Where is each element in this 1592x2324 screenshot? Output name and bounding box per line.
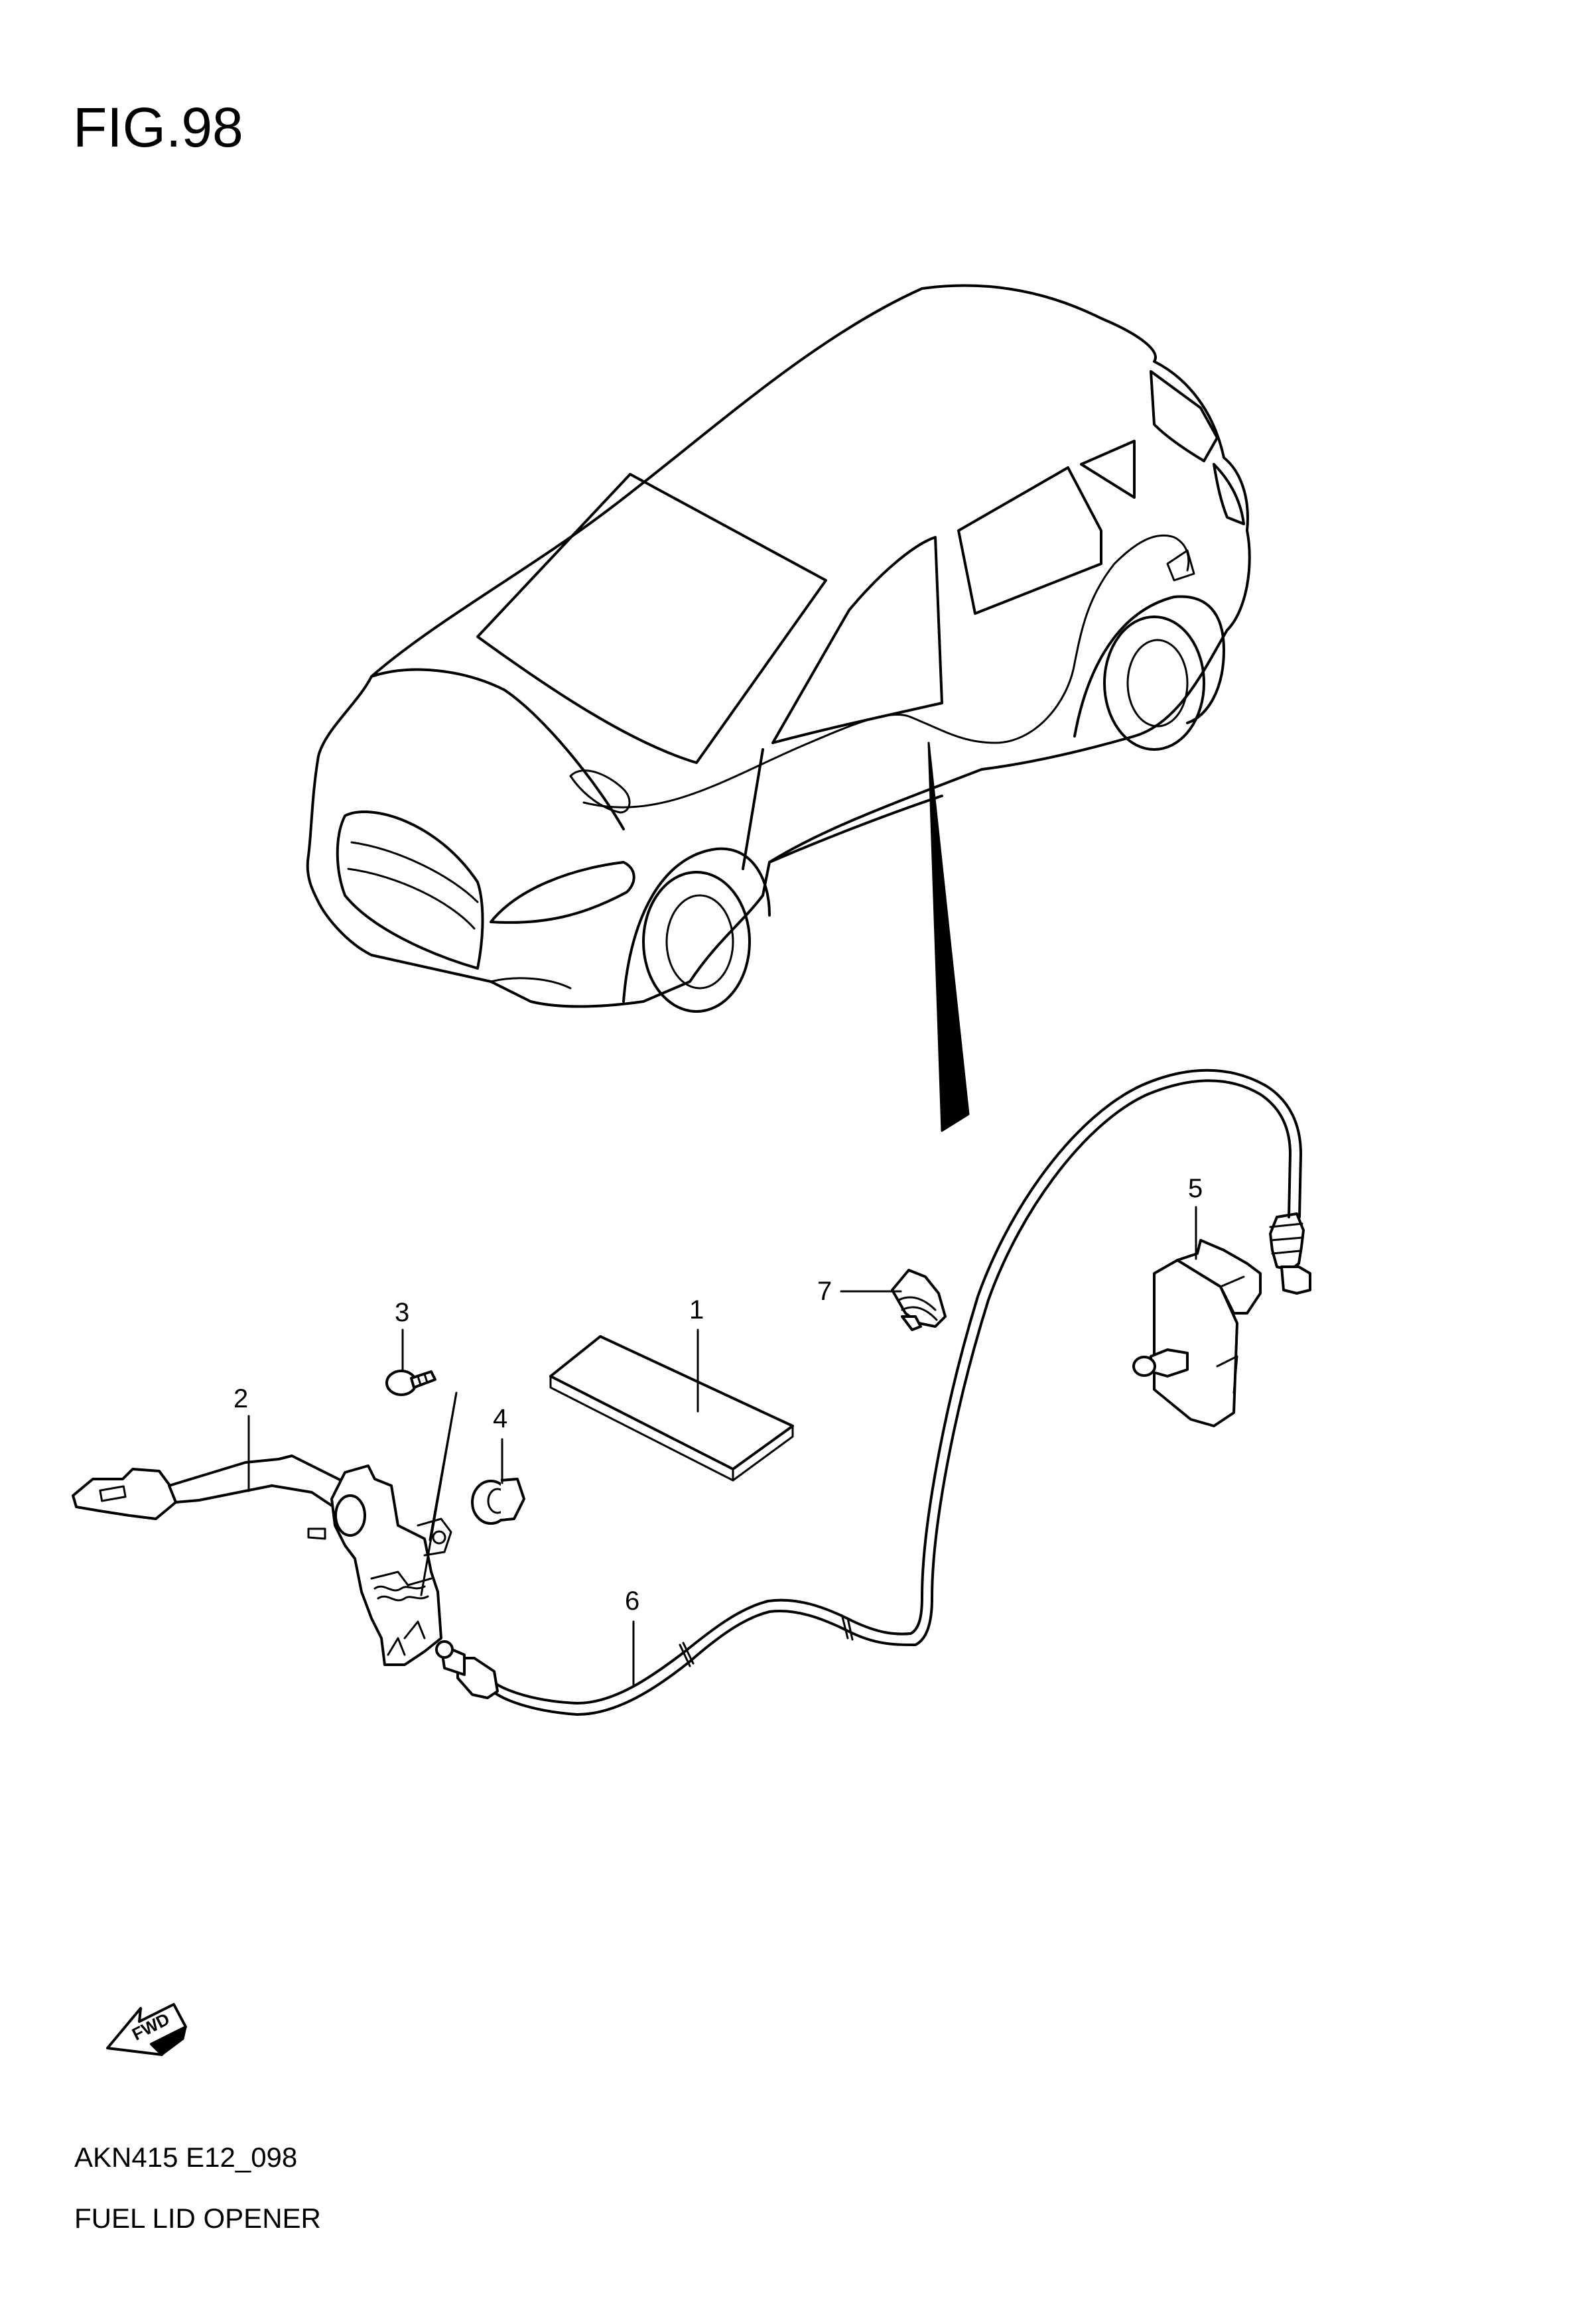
- detail-pointer: [927, 742, 970, 1132]
- diagram-caption: FUEL LID OPENER: [74, 2203, 321, 2234]
- part-2-opener-lever: [72, 1454, 452, 1666]
- callout-6: 6: [625, 1586, 639, 1616]
- part-3-screw: [385, 1370, 436, 1396]
- part-4-clip: [471, 1478, 525, 1525]
- vehicle-illustration: [306, 284, 1251, 1013]
- part-5-fuel-lid-lock: [1132, 1212, 1311, 1427]
- leader-lines: [247, 1206, 1197, 1686]
- callout-2: 2: [233, 1384, 248, 1413]
- diagram-code: AKN415 E12_098: [74, 2142, 298, 2173]
- part-1-pad: [549, 1335, 794, 1482]
- callout-7: 7: [817, 1277, 832, 1306]
- fwd-arrow-icon: FWD: [106, 2003, 187, 2056]
- part-7-cable-clamp: [891, 1269, 947, 1331]
- callout-4: 4: [493, 1404, 507, 1433]
- callout-3: 3: [395, 1298, 409, 1327]
- callout-1: 1: [689, 1295, 704, 1324]
- callout-5: 5: [1188, 1174, 1203, 1203]
- part-6-cable: [435, 1068, 1302, 1716]
- figure-title: FIG.98: [73, 96, 243, 159]
